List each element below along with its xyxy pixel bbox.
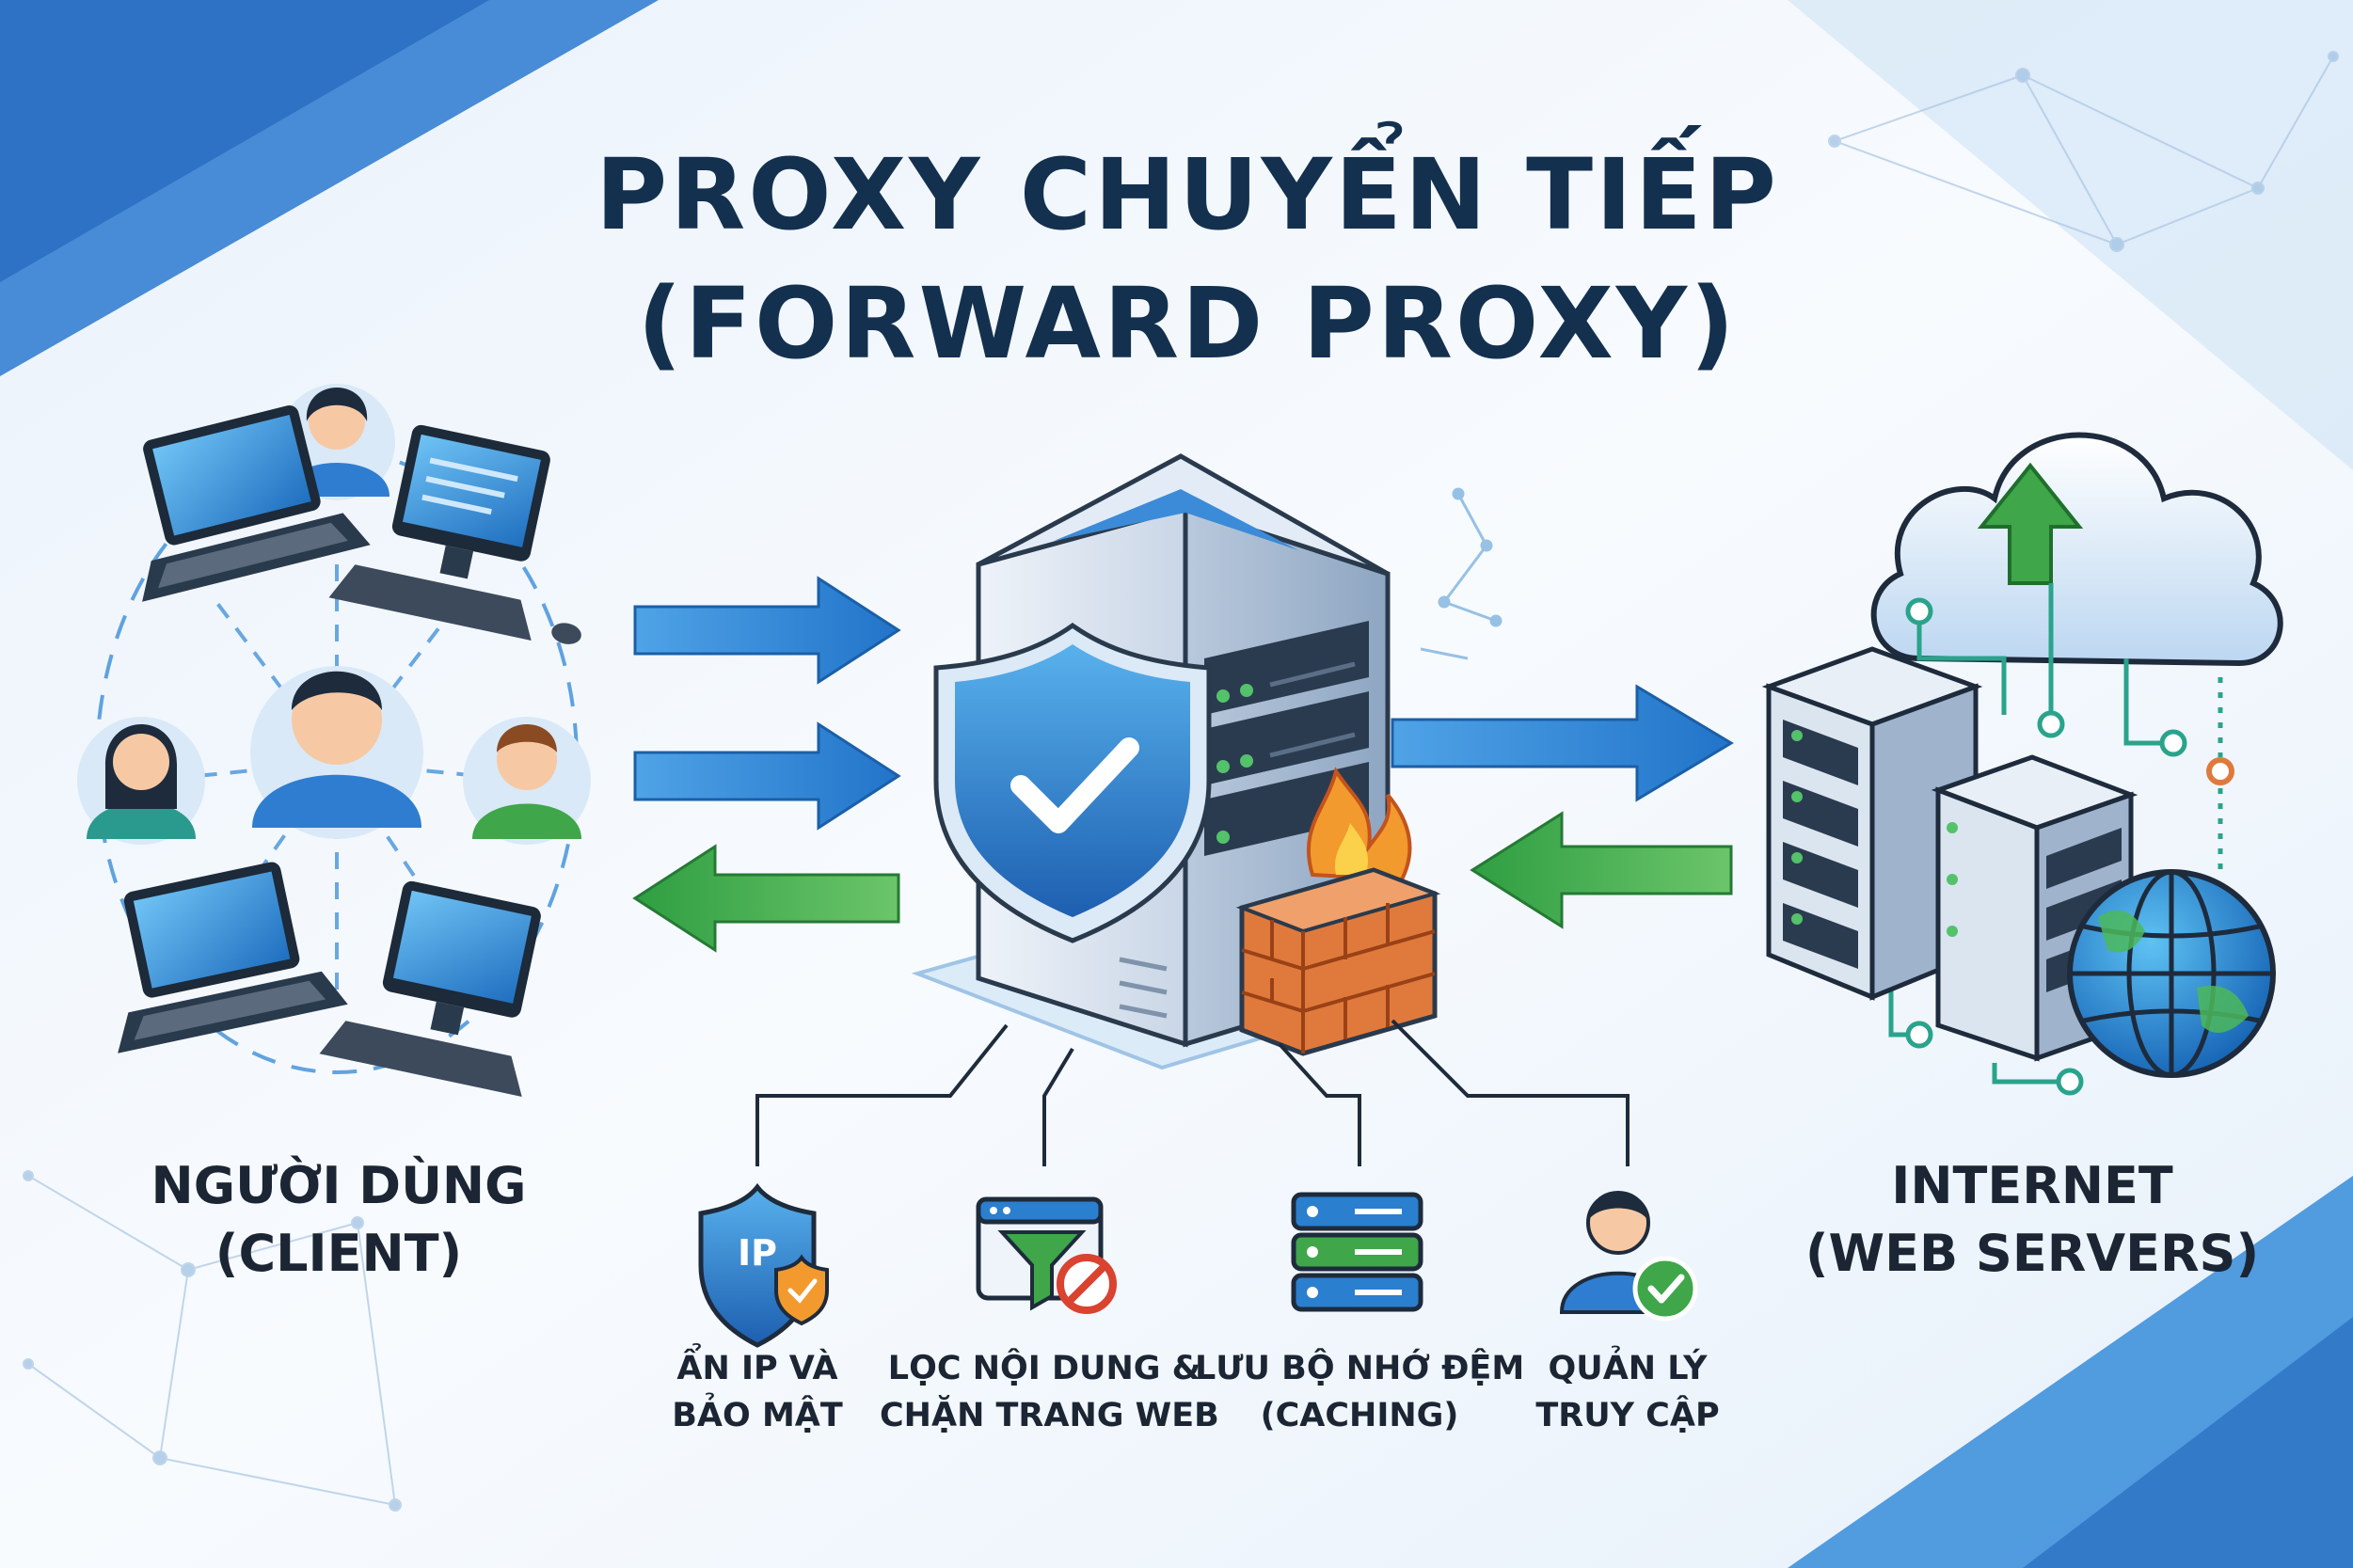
desktop-top-right bbox=[328, 424, 581, 644]
feature-label-line-1: LƯU BỘ NHỚ ĐỆM bbox=[1195, 1350, 1525, 1387]
feature-label-line-1: QUẢN LÝ bbox=[1548, 1350, 1708, 1387]
user-avatar-center bbox=[250, 666, 423, 839]
diagram-title-line-2: (FORWARD PROXY) bbox=[637, 266, 1737, 381]
feature-label-line-1: ẨN IP VÀ bbox=[676, 1350, 838, 1387]
diagram-title-line-1: PROXY CHUYỂN TIẾP bbox=[596, 121, 1779, 252]
security-shield-icon bbox=[933, 622, 1212, 943]
network-mesh-bg bbox=[23, 51, 2339, 1512]
feature-label-line-2: TRUY CẬP bbox=[1535, 1397, 1720, 1434]
client-label: NGƯỜI DÙNG (CLIENT) bbox=[113, 1152, 564, 1288]
proxy-server bbox=[911, 453, 1441, 1070]
request-arrow-1 bbox=[633, 576, 901, 685]
client-label-line-1: NGƯỜI DÙNG bbox=[151, 1156, 527, 1215]
laptop-top-left bbox=[142, 404, 371, 602]
feature-label-access-control: QUẢN LÝ TRUY CẬP bbox=[1501, 1345, 1755, 1439]
response-arrow-from-internet bbox=[1470, 811, 1733, 929]
feature-label-caching: LƯU BỘ NHỚ ĐỆM (CACHING) bbox=[1195, 1345, 1524, 1439]
user-avatar-right bbox=[463, 717, 591, 845]
laptop-bottom-left bbox=[118, 862, 348, 1053]
response-arrow-to-client bbox=[632, 844, 900, 953]
firewall-icon bbox=[1235, 767, 1441, 1056]
ip-shield-icon: IP bbox=[698, 1182, 829, 1348]
internet-label-line-2: (WEB SERVERS) bbox=[1804, 1224, 2260, 1283]
feature-connectors bbox=[755, 1019, 1630, 1166]
feature-label-content-filter: LỌC NỘI DUNG & CHẶN TRANG WEB bbox=[880, 1345, 1219, 1439]
feature-label-hide-ip: ẨN IP VÀ BẢO MẬT bbox=[616, 1345, 898, 1439]
feature-label-line-2: BẢO MẬT bbox=[672, 1397, 843, 1434]
request-arrow-to-internet bbox=[1391, 684, 1734, 802]
feature-label-line-2: CHẶN TRANG WEB bbox=[880, 1397, 1219, 1434]
internet-cluster bbox=[1761, 432, 2283, 1096]
client-cluster bbox=[77, 384, 591, 1097]
desktop-bottom-right bbox=[319, 880, 541, 1097]
feature-label-line-2: (CACHING) bbox=[1260, 1397, 1459, 1434]
server-rack-bays bbox=[1204, 621, 1369, 856]
user-avatar-left bbox=[77, 717, 205, 845]
client-label-line-2: (CLIENT) bbox=[215, 1224, 463, 1283]
server-cache-icon bbox=[1291, 1192, 1423, 1312]
constellation-decor bbox=[1420, 487, 1502, 660]
feature-label-line-1: LỌC NỘI DUNG & bbox=[887, 1350, 1201, 1387]
cloud-icon bbox=[1870, 432, 2283, 667]
user-check-icon bbox=[1559, 1191, 1698, 1322]
globe-icon bbox=[2067, 869, 2276, 1078]
ip-shield-badge-text: IP bbox=[738, 1232, 777, 1274]
request-arrow-2 bbox=[633, 721, 901, 831]
internet-label-line-1: INTERNET bbox=[1891, 1156, 2173, 1215]
internet-label: INTERNET (WEB SERVERS) bbox=[1769, 1152, 2296, 1288]
filter-block-icon bbox=[976, 1196, 1117, 1314]
